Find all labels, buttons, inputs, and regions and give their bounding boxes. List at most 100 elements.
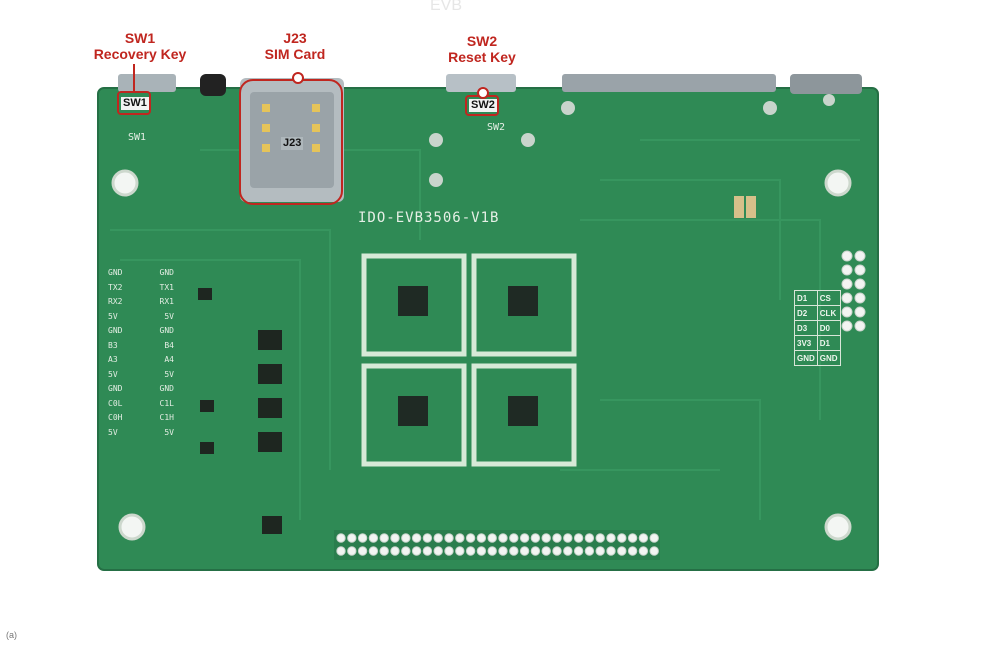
header-pin [476,533,487,543]
pcb-base [98,88,878,570]
spi-cell: CLK [816,305,841,321]
sw1-title: SW1 [124,30,156,46]
header-pin [455,533,465,543]
header-pin [357,533,368,543]
header-label: B4 [164,340,174,350]
header-pin [552,546,562,556]
header-label: A3 [108,355,118,364]
header-pin [563,533,573,543]
header-label: RX2 [108,297,123,306]
header-pin [465,546,476,556]
header-pin [509,533,519,543]
header-pin [541,533,551,543]
header-pin [649,546,659,556]
header-label: GND [159,326,174,335]
header-pin [498,546,508,556]
header-pin [606,533,616,543]
header-label: GND [108,384,123,393]
sw1-callout: SW1 Recovery Key [90,30,190,62]
header-pin [487,546,497,556]
header-pin [595,533,605,543]
spi-cell: GND [816,350,841,366]
header-pin [595,546,605,556]
sw1-subtitle: Recovery Key [93,46,187,62]
j23-highlight [239,79,343,205]
spi-cell: D0 [816,320,841,336]
header-pin [422,546,433,556]
right-header-pin [854,250,866,262]
header-pin [444,533,454,543]
audio-jack [200,74,226,96]
header-label: GND [108,268,123,277]
j23-dot [292,72,304,84]
header-label: 5V [108,427,118,437]
header-pin [347,533,357,543]
header-pin [379,533,389,543]
module-outlines [361,253,577,467]
header-pin [627,546,638,556]
header-pin [357,546,368,556]
header-pin [563,546,573,556]
header-label: GND [108,326,123,335]
module-ics [398,286,538,426]
board-name: IDO-EVB3506-V1B [358,210,500,226]
header-label: TX2 [108,282,123,292]
header-pin [433,546,443,556]
right-header-pin [854,320,866,332]
spi-cell: CS [816,290,841,306]
right-header-pin [854,292,866,304]
header-label: TX1 [159,282,174,292]
header-pin [541,546,551,556]
gpio-header-bg [334,530,660,560]
right-header-pin [854,306,866,318]
watermark-text: EVB [430,0,462,14]
right-header-pin [841,292,853,304]
j23-title: J23 [283,30,307,46]
header-pin [465,533,476,543]
header-pin [368,546,379,556]
usb-connector-top [446,74,516,92]
header-label: A4 [164,355,174,364]
header-pin [411,546,422,556]
right-header-pin [841,264,853,276]
usb-connector-left [118,74,176,92]
header-pin [401,533,411,543]
header-label: GND [159,384,174,393]
header-pin [584,546,595,556]
j23-subtitle: SIM Card [264,46,326,62]
header-label: 5V [164,311,174,321]
header-pin [455,546,465,556]
sw2-dot [477,87,489,99]
silk-sw2: SW2 [487,122,506,133]
header-label: C0H [108,413,123,422]
header-pin [573,546,584,556]
header-pin [411,533,422,543]
header-label: 5V [108,311,118,321]
sw1-leader [133,64,135,91]
right-header-pin [841,250,853,262]
silk-sw1: SW1 [128,132,147,143]
spi-cell: D2 [794,305,818,321]
header-pin [617,533,627,543]
sw1-tag: SW1 [121,97,149,110]
header-pin [519,533,530,543]
header-pin [476,546,487,556]
header-label: RX1 [159,297,174,306]
header-label: 5V [164,369,174,379]
footer-caption: (a) [6,630,17,640]
spi-cell: D1 [816,335,841,351]
header-pin [649,533,659,543]
header-pin [368,533,379,543]
j23-tag: J23 [281,137,304,150]
sw2-subtitle: Reset Key [448,49,516,65]
header-label: 5V [108,369,118,379]
header-label: B3 [108,340,118,350]
header-pin [379,546,389,556]
header-pin [422,533,433,543]
